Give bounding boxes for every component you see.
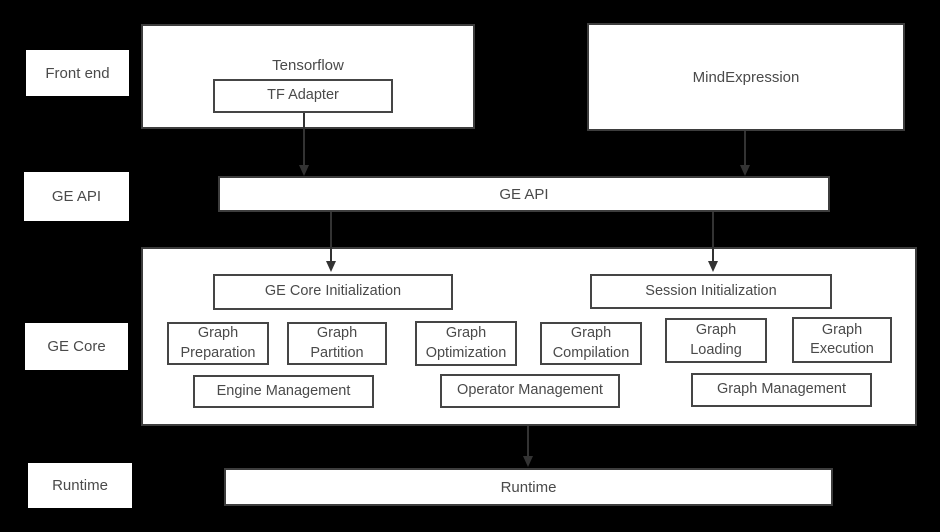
mindexpression-label: MindExpression [692,68,800,86]
arrow-down-icon [523,456,533,467]
mindexpression-box: MindExpression [587,23,905,131]
tf-adapter-box: TF Adapter [213,79,393,113]
arrow-tf-adapter-to-ge-api [298,113,310,176]
graph-management-box: Graph Management [691,373,872,407]
arrow-ge-api-to-session-init [707,212,719,272]
runtime-bar: Runtime [224,468,833,506]
arrow-ge-core-to-runtime [522,426,534,467]
arrow-line [744,131,746,165]
arrow-line [712,212,714,261]
arrow-down-icon [708,261,718,272]
graph-execution-box: Graph Execution [792,317,892,363]
graph-preparation-box: Graph Preparation [167,322,269,365]
arrow-ge-api-to-ge-core-init [325,212,337,272]
row-label-ge-api: GE API [24,172,129,221]
arrow-line [527,426,529,456]
row-label-runtime: Runtime [28,463,132,508]
session-initialization-box: Session Initialization [590,274,832,309]
graph-partition-box: Graph Partition [287,322,387,365]
arrow-mindexpression-to-ge-api [739,131,751,176]
row-label-ge-core: GE Core [25,323,128,370]
ge-core-initialization-box: GE Core Initialization [213,274,453,310]
tensorflow-label: Tensorflow [272,57,344,74]
row-label-front-end: Front end [26,50,129,96]
arrow-down-icon [326,261,336,272]
arrow-down-icon [740,165,750,176]
arrow-line [303,113,305,165]
arrow-line [330,212,332,261]
graph-optimization-box: Graph Optimization [415,321,517,366]
graph-loading-box: Graph Loading [665,318,767,363]
operator-management-box: Operator Management [440,374,620,408]
graph-compilation-box: Graph Compilation [540,322,642,365]
ge-api-bar: GE API [218,176,830,212]
arrow-down-icon [299,165,309,176]
engine-management-box: Engine Management [193,375,374,408]
